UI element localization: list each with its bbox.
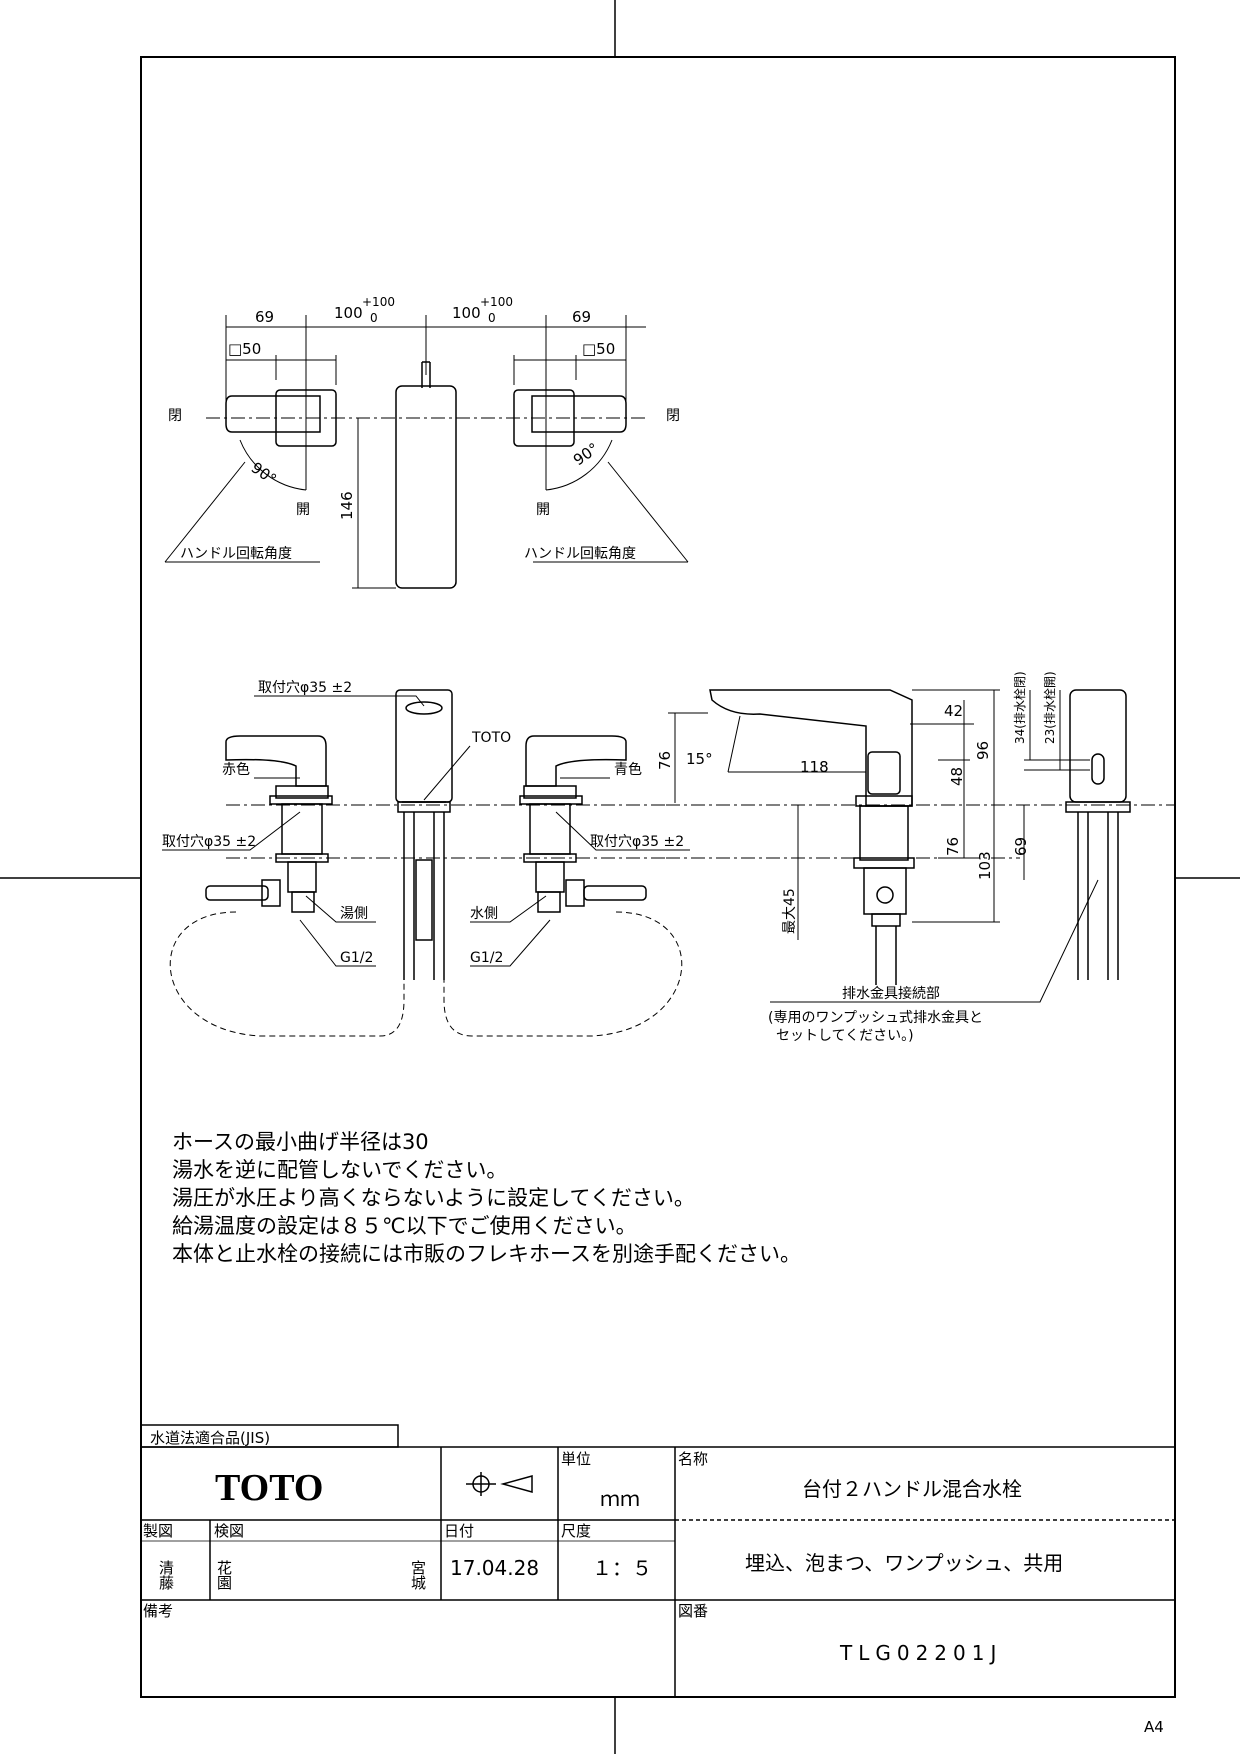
check-value-1: 花園 [215, 1560, 233, 1590]
open-label-left: 開 [296, 502, 310, 518]
dwg-value: TLG02201J [839, 1641, 1002, 1665]
dim-76-top: 76 [656, 751, 674, 770]
drawn-label: 製図 [143, 1522, 173, 1540]
close-label-left: 閉 [168, 408, 182, 424]
check-label: 検図 [214, 1522, 244, 1540]
title-block-symbol [466, 1472, 533, 1496]
blue-label: 青色 [614, 761, 642, 778]
dwg-label: 図番 [678, 1602, 708, 1620]
note-line-2: 湯水を逆に配管しないでください。 [172, 1158, 508, 1182]
dim-103: 103 [976, 851, 994, 880]
paper-size: A4 [1144, 1718, 1164, 1736]
notes-block: ホースの最小曲げ半径は30 湯水を逆に配管しないでください。 湯圧が水圧より高く… [172, 1128, 801, 1268]
dim-146: 146 [338, 491, 356, 520]
dim-96: 96 [974, 741, 992, 760]
title-block: 水道法適合品(JIS) TOTO 単位 ｍｍ 名称 台付２ハンドル混合水栓 埋込… [143, 1429, 1164, 1736]
brand-label: TOTO [471, 730, 511, 746]
dim-48: 48 [948, 767, 966, 786]
drawn-value-1: 清藤 [157, 1560, 175, 1591]
dim-100-left: 100 [334, 304, 363, 322]
tol-zero-left: 0 [370, 311, 378, 325]
drain-closed: 34(排水栓閉) [1012, 671, 1027, 744]
note-line-5: 本体と止水栓の接続には市販のフレキホースを別途手配ください。 [172, 1242, 801, 1266]
scale-value: １：５ [592, 1556, 652, 1580]
close-label-right: 閉 [666, 408, 680, 424]
dim-118: 118 [800, 758, 829, 776]
hot-side-label: 湯側 [340, 905, 368, 922]
note-line-4: 給湯温度の設定は８５℃以下でご使用ください。 [172, 1214, 637, 1238]
top-view [164, 315, 689, 589]
note-line-1: ホースの最小曲げ半径は30 [172, 1130, 429, 1154]
top-view-labels: 69 100 +100 0 100 +100 0 69 □50 □50 閉 閉 … [168, 295, 680, 562]
red-label: 赤色 [222, 761, 250, 778]
thread-left: G1/2 [340, 950, 373, 966]
date-label: 日付 [444, 1522, 474, 1540]
thread-right: G1/2 [470, 950, 503, 966]
name-label: 名称 [678, 1450, 708, 1468]
open-label-right: 開 [536, 502, 550, 518]
scale-label: 尺度 [561, 1522, 591, 1540]
name-value: 台付２ハンドル混合水栓 [802, 1477, 1022, 1501]
dim-max45: 最大45 [782, 888, 798, 934]
mount-hole-top: 取付穴φ35 ±2 [258, 680, 352, 696]
dim-sq50-right: □50 [582, 340, 615, 358]
name-sub: 埋込、泡まつ、ワンプッシュ、共用 [745, 1551, 1063, 1575]
drain-conn-label: 排水金具接続部 [842, 985, 940, 1002]
front-view-labels: 取付穴φ35 ±2 TOTO 赤色 青色 取付穴φ35 ±2 取付穴φ35 ±2… [162, 680, 684, 966]
remarks-label: 備考 [143, 1602, 173, 1620]
side-view [666, 689, 1175, 1003]
dim-15: 15° [686, 750, 713, 768]
drain-note-1: (専用のワンプッシュ式排水金具と [768, 1010, 983, 1026]
tol-plus-right: +100 [480, 295, 513, 309]
front-view [162, 689, 690, 1037]
drain-note-2: セットしてください。) [776, 1028, 914, 1044]
dim-69-right: 69 [572, 308, 591, 326]
mount-hole-left: 取付穴φ35 ±2 [162, 834, 256, 850]
angle-right: 90° [570, 439, 602, 469]
dim-69-left: 69 [255, 308, 274, 326]
note-line-3: 湯圧が水圧より高くならないように設定してください。 [172, 1186, 695, 1210]
drain-open: 23(排水栓開) [1042, 671, 1057, 744]
jis-label: 水道法適合品(JIS) [150, 1429, 270, 1447]
unit-value: ｍｍ [600, 1487, 640, 1511]
toto-logo: TOTO [215, 1467, 323, 1509]
angle-left: 90° [248, 459, 280, 489]
rotation-label-left: ハンドル回転角度 [180, 546, 292, 562]
check-value-2: 宮城 [409, 1560, 427, 1591]
tol-zero-right: 0 [488, 311, 496, 325]
date-value: 17.04.28 [450, 1556, 539, 1580]
dim-76-bottom: 76 [944, 837, 962, 856]
mount-hole-right: 取付穴φ35 ±2 [590, 834, 684, 850]
tol-plus-left: +100 [362, 295, 395, 309]
rotation-label-right: ハンドル回転角度 [524, 546, 636, 562]
unit-label: 単位 [561, 1450, 591, 1468]
dim-100-right: 100 [452, 304, 481, 322]
dim-69: 69 [1012, 837, 1030, 856]
cold-side-label: 水側 [470, 906, 498, 922]
dim-42: 42 [944, 702, 963, 720]
side-view-labels: 42 96 48 76 15° 118 76 103 69 最大45 34(排水… [656, 671, 1057, 1044]
dim-sq50-left: □50 [228, 340, 261, 358]
title-block-lines [140, 1424, 1175, 1697]
